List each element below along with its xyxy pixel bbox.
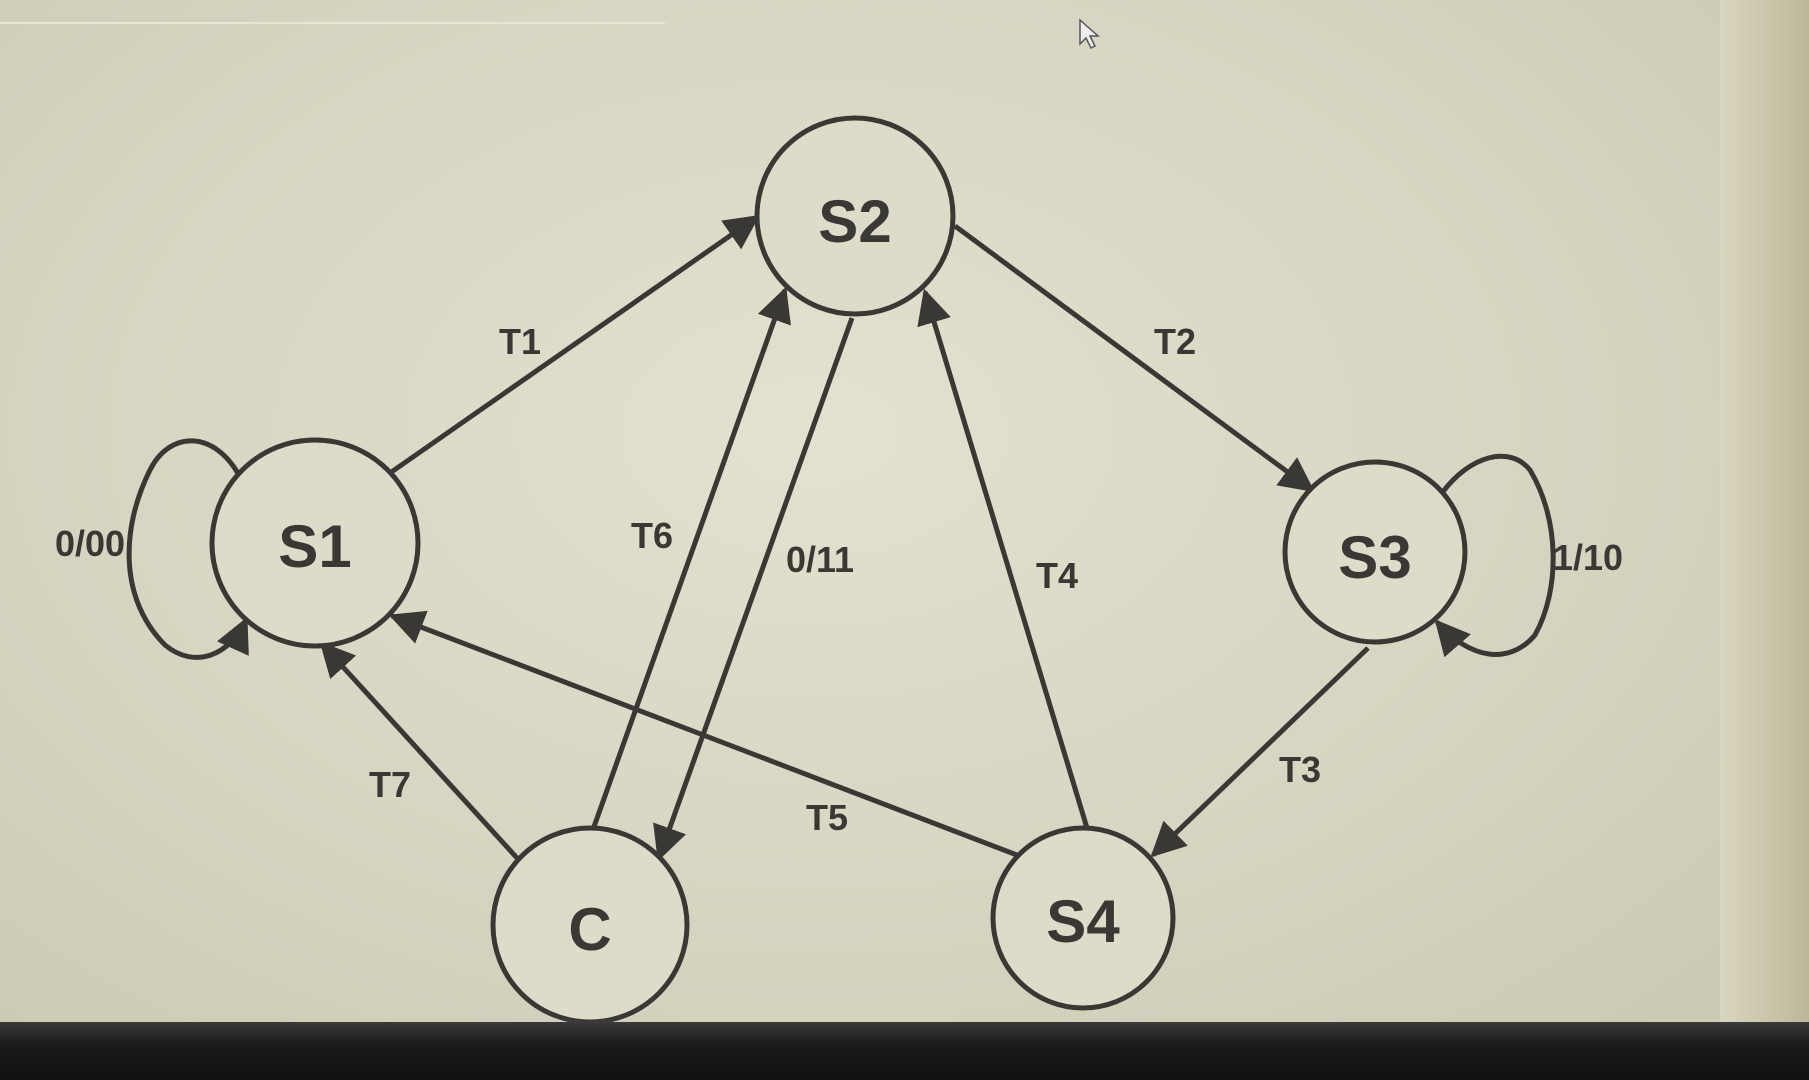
transition-t3-arrow <box>1150 646 1370 858</box>
transition-t3-label: T3 <box>1279 749 1321 790</box>
self-loop-s1-label: 0/00 <box>55 523 125 564</box>
screen-right-edge <box>1720 0 1809 1022</box>
self-loop-s1 <box>126 438 249 660</box>
mouse-pointer-icon <box>1079 18 1100 50</box>
state-s1-label: S1 <box>278 513 351 580</box>
state-s4-label: S4 <box>1046 888 1120 955</box>
transition-t2-arrow <box>953 223 1315 493</box>
monitor-bezel <box>0 1022 1809 1080</box>
transition-t7-arrow <box>319 641 519 860</box>
transition-t4-arrow <box>917 288 1090 829</box>
transition-t2-label: T2 <box>1154 321 1196 362</box>
self-loop-s3-label: 1/10 <box>1553 537 1623 578</box>
transition-t6-label: T6 <box>631 515 673 556</box>
transition-t7-label: T7 <box>369 764 411 805</box>
transition-s2-c-arrow <box>653 317 855 862</box>
state-s2-label: S2 <box>818 188 891 255</box>
state-s1-circle <box>209 437 421 649</box>
self-loop-s3 <box>1434 453 1556 658</box>
transition-t5-label: T5 <box>806 797 848 838</box>
transition-t4-label: T4 <box>1036 555 1078 596</box>
state-s3-circle <box>1282 459 1468 645</box>
transition-t1-arrow <box>388 214 760 476</box>
top-strip <box>0 0 665 24</box>
transition-t1-label: T1 <box>499 321 541 362</box>
transition-s2-c-label: 0/11 <box>786 539 854 580</box>
state-c-label: C <box>568 896 611 963</box>
state-s2-circle <box>754 115 956 317</box>
state-s3-label: S3 <box>1338 524 1411 591</box>
transition-t6-arrow <box>587 286 791 839</box>
state-s4-circle <box>990 825 1176 1011</box>
